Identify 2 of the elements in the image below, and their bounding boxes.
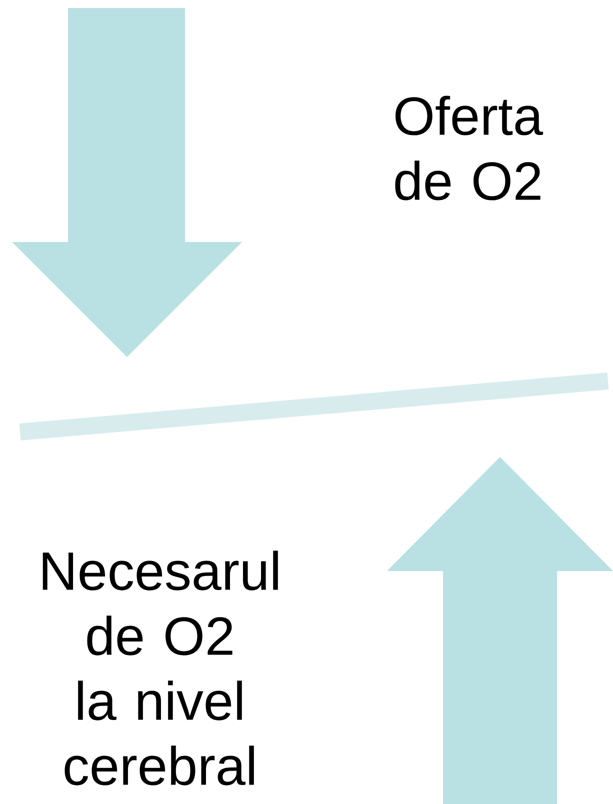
label: Necesarul de O2 la nivel cerebral: [42, 550, 278, 786]
label: Oferta de O2: [395, 96, 544, 200]
